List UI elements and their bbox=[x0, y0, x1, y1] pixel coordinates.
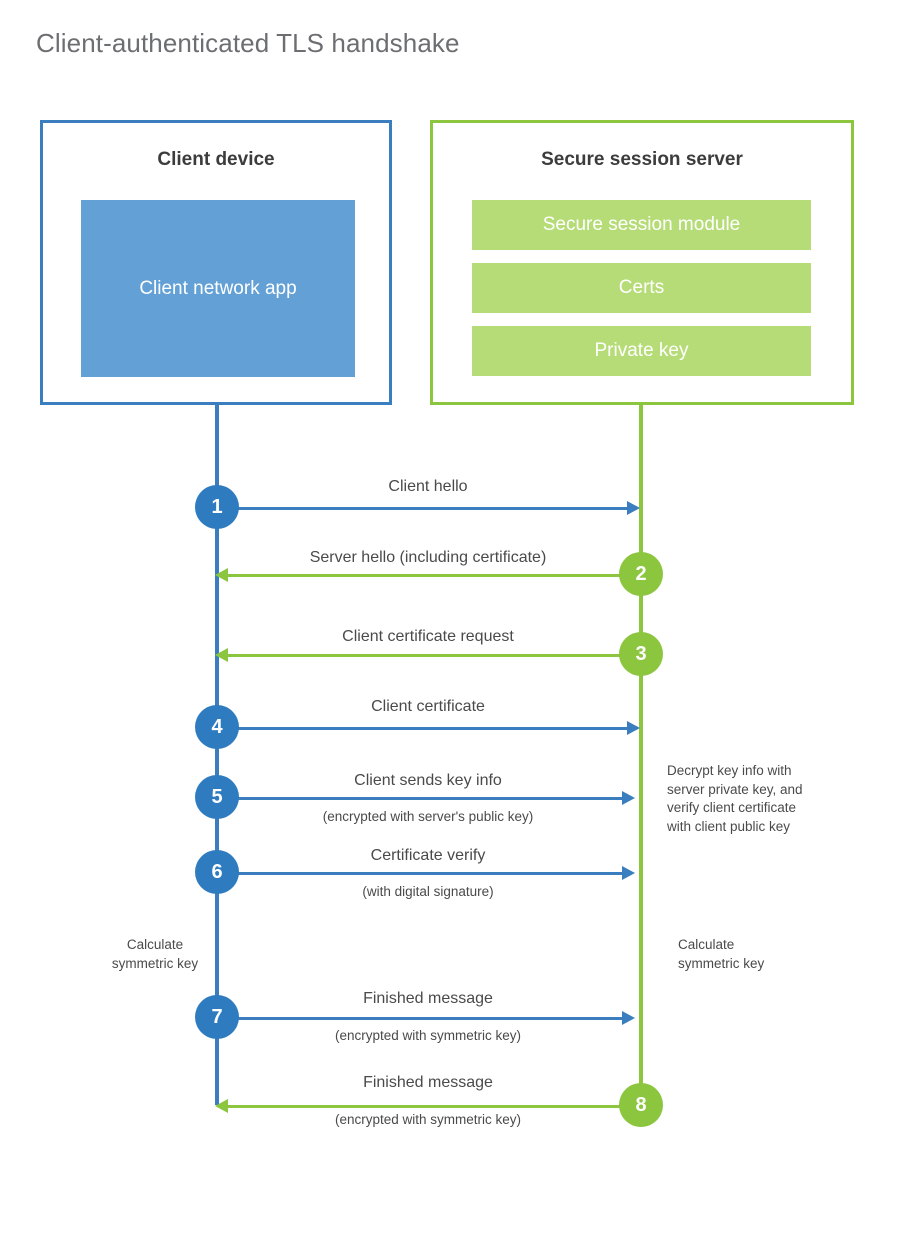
message-label-7: Finished message bbox=[363, 990, 493, 1007]
arrowhead-left-8 bbox=[215, 1099, 228, 1113]
step-badge-8[interactable]: 8 bbox=[619, 1083, 663, 1127]
server-component-private-key: Private key bbox=[472, 326, 811, 376]
message-sublabel-8: (encrypted with symmetric key) bbox=[334, 1112, 522, 1127]
message-label-5: Client sends key info bbox=[354, 772, 502, 789]
server-component-secure-session-module: Secure session module bbox=[472, 200, 811, 250]
step-badge-6[interactable]: 6 bbox=[195, 850, 239, 894]
arrowhead-right-5 bbox=[622, 791, 635, 805]
message-line-5 bbox=[217, 797, 622, 800]
note-server-decrypt: Decrypt key info with server private key… bbox=[667, 763, 803, 834]
message-label-3: Client certificate request bbox=[342, 628, 514, 645]
client-lifeline bbox=[215, 405, 219, 1105]
page-title: Client-authenticated TLS handshake bbox=[36, 28, 460, 58]
arrowhead-right-7 bbox=[622, 1011, 635, 1025]
entity-box-server: Secure session server Secure session mod… bbox=[430, 120, 854, 405]
message-label-8: Finished message bbox=[363, 1074, 493, 1091]
arrowhead-right-6 bbox=[622, 866, 635, 880]
message-sublabel-6: (with digital signature) bbox=[362, 884, 494, 899]
secure-session-server-title: Secure session server bbox=[541, 149, 743, 170]
message-line-4 bbox=[217, 727, 627, 730]
step-badge-3[interactable]: 3 bbox=[619, 632, 663, 676]
client-device-title: Client device bbox=[157, 149, 275, 170]
message-line-8 bbox=[228, 1105, 641, 1108]
message-line-7 bbox=[217, 1017, 622, 1020]
message-line-2 bbox=[228, 574, 641, 577]
message-sublabel-5: (encrypted with server's public key) bbox=[322, 809, 534, 824]
client-network-app-block: Client network app bbox=[81, 200, 355, 377]
arrowhead-left-3 bbox=[215, 648, 228, 662]
message-line-6 bbox=[217, 872, 622, 875]
message-sublabel-7: (encrypted with symmetric key) bbox=[334, 1028, 522, 1043]
message-label-6: Certificate verify bbox=[370, 847, 486, 864]
arrowhead-right-4 bbox=[627, 721, 640, 735]
server-lifeline bbox=[639, 405, 643, 1105]
step-badge-7[interactable]: 7 bbox=[195, 995, 239, 1039]
entity-box-client: Client device Client network app bbox=[40, 120, 392, 405]
message-label-4: Client certificate bbox=[371, 698, 485, 715]
message-line-1 bbox=[217, 507, 627, 510]
step-badge-5[interactable]: 5 bbox=[195, 775, 239, 819]
arrowhead-right-1 bbox=[627, 501, 640, 515]
arrowhead-left-2 bbox=[215, 568, 228, 582]
note-client-calculate-symmetric-key: Calculate symmetric key bbox=[111, 937, 199, 971]
server-component-certs: Certs bbox=[472, 263, 811, 313]
step-badge-2[interactable]: 2 bbox=[619, 552, 663, 596]
message-label-2: Server hello (including certificate) bbox=[309, 549, 547, 566]
message-label-1: Client hello bbox=[388, 478, 468, 495]
message-line-3 bbox=[228, 654, 641, 657]
step-badge-4[interactable]: 4 bbox=[195, 705, 239, 749]
step-badge-1[interactable]: 1 bbox=[195, 485, 239, 529]
note-server-calculate-symmetric-key: Calculate symmetric key bbox=[678, 937, 765, 971]
